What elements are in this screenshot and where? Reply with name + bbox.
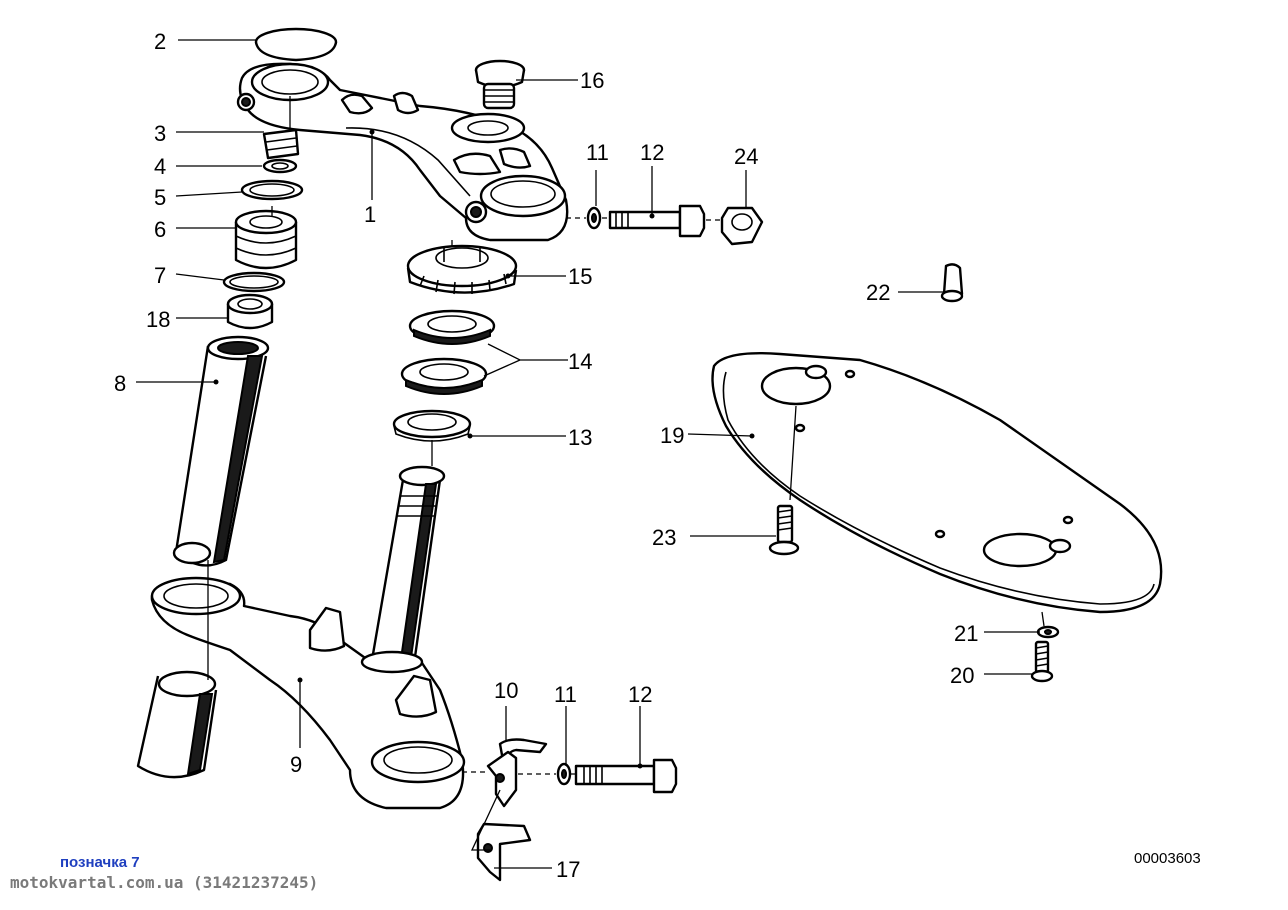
callout-23: 23 xyxy=(652,525,676,550)
callout-24: 24 xyxy=(734,144,758,169)
callout-21: 21 xyxy=(954,621,978,646)
callout-5: 5 xyxy=(154,185,166,210)
part-23-screw xyxy=(768,504,800,556)
callout-2: 2 xyxy=(154,29,166,54)
part-20-screw xyxy=(1030,640,1054,683)
callout-16: 16 xyxy=(580,68,604,93)
part-21-washer xyxy=(1036,625,1060,639)
callout-22: 22 xyxy=(866,280,890,305)
part-11-washer-top xyxy=(586,206,602,230)
callout-9: 9 xyxy=(290,752,302,777)
leader-dots xyxy=(213,129,755,769)
part-4-washer xyxy=(262,158,298,174)
part-19-cover-plate xyxy=(711,352,1163,614)
callout-14: 14 xyxy=(568,349,592,374)
callout-4: 4 xyxy=(154,154,166,179)
callout-6: 6 xyxy=(154,217,166,242)
callout-12-bottom: 12 xyxy=(628,682,652,707)
part-11-washer-bottom xyxy=(556,762,572,786)
callout-12-top: 12 xyxy=(640,140,664,165)
part-24-nut xyxy=(720,206,764,246)
callout-7: 7 xyxy=(154,263,166,288)
part-7-o-ring xyxy=(222,271,286,293)
part-13-seal xyxy=(392,409,472,442)
callout-15: 15 xyxy=(568,264,592,289)
callout-17: 17 xyxy=(556,857,580,882)
callout-18: 18 xyxy=(146,307,170,332)
part-5-ring xyxy=(240,179,304,201)
leader-lines xyxy=(136,39,1040,869)
callout-1: 1 xyxy=(364,202,376,227)
part-6-sleeve xyxy=(234,209,298,270)
callout-20: 20 xyxy=(950,663,974,688)
part-14-lower-bearing xyxy=(400,357,488,395)
part-9-lower-clamp xyxy=(150,465,466,810)
part-1-upper-clamp xyxy=(236,62,569,242)
site-watermark: motokvartal.com.ua (31421237245) xyxy=(10,873,319,892)
part-17-bracket xyxy=(476,750,532,882)
callout-11-top: 11 xyxy=(586,140,609,165)
callout-8: 8 xyxy=(114,371,126,396)
mark-note: позначка 7 xyxy=(60,854,140,871)
callout-10: 10 xyxy=(494,678,518,703)
callout-labels: 2 3 4 5 6 7 18 8 1 9 16 11 12 24 15 14 1… xyxy=(114,29,978,882)
part-16-plug-bolt xyxy=(450,59,526,144)
callout-3: 3 xyxy=(154,121,166,146)
callout-11-bottom: 11 xyxy=(554,682,577,707)
callout-19: 19 xyxy=(660,423,684,448)
callout-13: 13 xyxy=(568,425,592,450)
part-8-fork-tube xyxy=(172,335,270,567)
part-15-adjuster-nut xyxy=(406,244,518,295)
diagram-code: 00003603 xyxy=(1134,850,1201,867)
part-2-cap xyxy=(254,27,338,62)
part-22-rivet xyxy=(940,263,964,303)
part-3-nut xyxy=(262,128,300,160)
part-14-upper-bearing xyxy=(408,309,496,345)
part-12-bolt-top xyxy=(608,204,706,238)
part-18-bushing xyxy=(226,293,274,330)
part-12-bolt-bottom xyxy=(574,758,678,794)
part-8-fork-tube-lower xyxy=(136,670,218,779)
